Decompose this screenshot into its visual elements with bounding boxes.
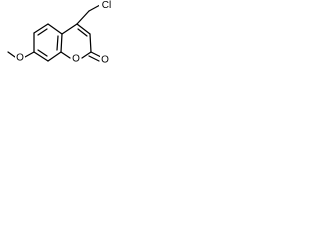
bond-c8-c8a <box>47 51 62 62</box>
bond-c5-c6 <box>33 23 49 34</box>
bond-ch2-cl <box>88 4 101 12</box>
bond-c3-c2 <box>89 33 92 53</box>
chlorine-atom-label: Cl <box>102 0 111 11</box>
ring-oxygen-atom-label: O <box>72 54 80 65</box>
bond-c4a-c4 <box>61 23 78 35</box>
chlorine-label-background <box>99 0 114 11</box>
methoxy-oxygen-label-background <box>15 53 25 63</box>
bond-methoxy-o-ch3 <box>7 51 16 58</box>
bond-c2-carbonyl <box>90 51 102 58</box>
bond-c2-o1 <box>81 51 92 59</box>
carbonyl-oxygen-atom-label: O <box>101 55 109 66</box>
bond-c4a-c5 <box>47 23 63 35</box>
bond-o1-c8a <box>60 51 71 59</box>
atom-labels: Cl O O O <box>15 0 114 66</box>
bond-c7-methoxy-o <box>24 51 35 58</box>
methoxy-oxygen-atom-label: O <box>16 53 24 64</box>
ring-oxygen-label-background <box>71 54 81 64</box>
carbonyl-oxygen-label-background <box>100 55 110 65</box>
bond-c4-c3-inner <box>77 28 88 37</box>
bond-c7-c8 <box>33 51 49 62</box>
coumarin-structure-diagram: Cl O O O <box>7 0 114 66</box>
bond-c8a-c4a <box>60 33 63 53</box>
bonds <box>7 4 102 62</box>
bond-c5-c6-inner <box>37 28 48 36</box>
bond-c4-c3 <box>76 23 91 35</box>
bond-c8a-c4a-inner <box>56 35 59 51</box>
bond-c2-carbonyl-double <box>88 55 100 62</box>
bond-c4-ch2 <box>76 10 90 25</box>
bond-c7-c8-inner <box>37 49 48 57</box>
